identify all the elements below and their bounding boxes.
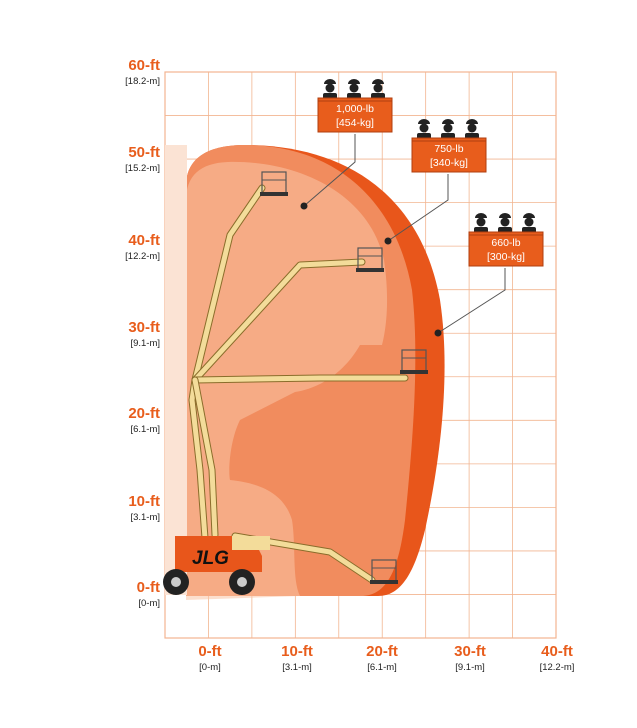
x-axis-label-ft: 0-ft [198,643,221,660]
boom-lift-machine: JLG [163,171,428,595]
x-axis-label-m: [0-m] [199,662,221,673]
capacity-callout: 750-lb [340-kg] [384,119,487,245]
y-axis-label-ft: 10-ft [128,493,160,510]
front-wheel-hub [237,577,247,587]
platform-baskets [260,171,428,584]
capacity-kg: [454-kg] [336,117,374,129]
y-axis-label-m: [12.2-m] [125,251,160,262]
capacity-lb: 660-lb [491,237,520,249]
y-axis-label-ft: 0-ft [137,579,160,596]
y-axis-label-m: [18.2-m] [125,76,160,87]
y-axis-labels: 60-ft [18.2-m] 50-ft [15.2-m] 40-ft [12.2-m] 3… [125,57,160,609]
envelope-light-zone [165,145,187,595]
y-axis-label-ft: 60-ft [128,57,160,74]
capacity-lb: 1,000-lb [336,103,374,115]
capacity-callout: 1,000-lb [454-kg] [300,79,393,210]
capacity-lb: 750-lb [434,143,463,155]
boom-arm [192,259,365,383]
capacity-basket [317,97,393,133]
callout-leader-line [387,174,449,242]
x-axis-labels: 0-ft [0-m] 10-ft [3.1-m] 20-ft [6.1-m] 30-ft [9… [198,643,574,673]
y-axis-label-m: [9.1-m] [130,338,160,349]
callout-dot [384,237,392,245]
x-axis-label-m: [6.1-m] [367,662,397,673]
capacity-kg: [340-kg] [430,157,468,169]
y-axis-label-m: [15.2-m] [125,163,160,174]
x-axis-label-m: [12.2-m] [540,662,575,673]
platform-basket [356,247,384,272]
y-axis-label-m: [6.1-m] [130,424,160,435]
callout-dot [300,202,308,210]
callout-leader-line [437,268,506,334]
y-axis-label-m: [0-m] [138,598,160,609]
callout-dot [434,329,442,337]
capacity-callout: 660-lb [300-kg] [434,213,544,337]
platform-basket [260,171,288,196]
capacity-basket [411,137,487,173]
y-axis-label-ft: 40-ft [128,232,160,249]
y-axis-label-ft: 20-ft [128,405,160,422]
platform-basket [400,349,428,374]
x-axis-label-ft: 30-ft [454,643,486,660]
x-axis-label-ft: 10-ft [281,643,313,660]
capacity-basket [468,231,544,267]
x-axis-label-ft: 40-ft [541,643,573,660]
callout-leader-line [303,134,356,207]
x-axis-label-ft: 20-ft [366,643,398,660]
boom-arm [192,375,408,383]
x-axis-label-m: [3.1-m] [282,662,312,673]
y-axis-label-ft: 30-ft [128,319,160,336]
capacity-kg: [300-kg] [487,251,525,263]
y-axis-label-m: [3.1-m] [130,512,160,523]
machine-counterweight [232,536,270,550]
capacity-callouts: 1,000-lb [454-kg] 750-lb [340-kg] 660-lb [300… [300,79,544,337]
platform-basket [370,559,398,584]
boom-arm [192,185,265,383]
rear-wheel-hub [171,577,181,587]
brand-logo: JLG [192,548,229,569]
x-axis-label-m: [9.1-m] [455,662,485,673]
y-axis-label-ft: 50-ft [128,144,160,161]
boom-arm [192,377,218,538]
